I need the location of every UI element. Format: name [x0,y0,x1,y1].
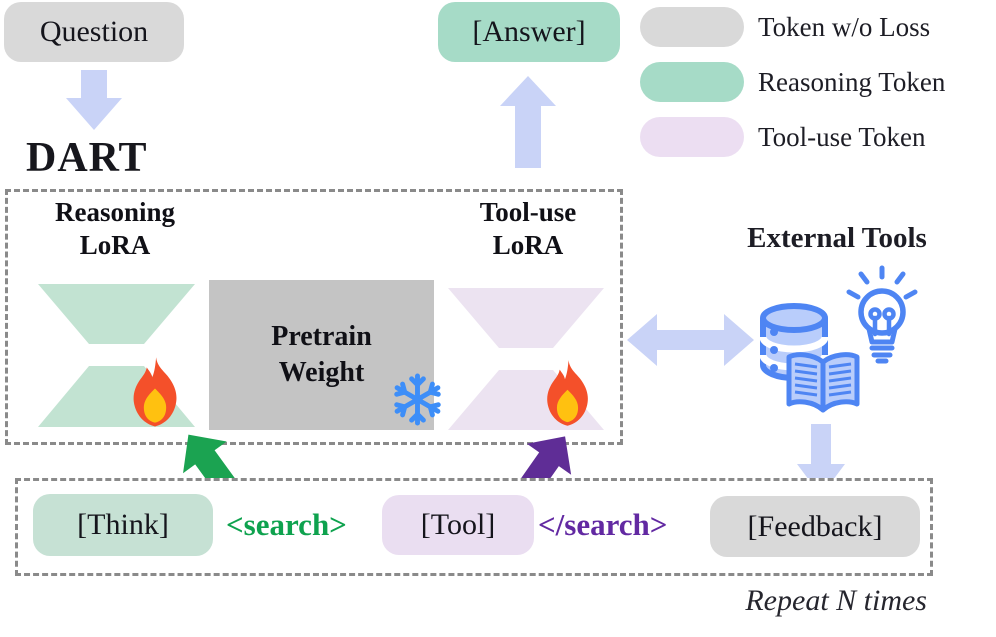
legend-swatch-token-no-loss [640,7,744,47]
repeat-n-times-label: Repeat N times [745,584,927,617]
lightbulb-icon [846,265,918,364]
search-open-tag: <search> [226,507,347,542]
tool-token-node: [Tool] [382,495,534,555]
legend-label-tool-use-token: Tool-use Token [758,122,926,152]
legend-label-reasoning-token: Reasoning Token [758,67,946,97]
arrow-dart-to-answer-icon [500,76,556,168]
tool-use-lora-label: Tool-use LoRA [448,196,608,262]
dart-title: DART [26,135,148,181]
arrow-dart-tools-bidirectional-icon [627,314,754,366]
pretrain-line1: Pretrain [271,320,372,352]
tool-use-lora-line2: LoRA [492,229,564,260]
tool-use-lora-line1: Tool-use [479,197,577,227]
legend-swatch-tool-use-token [640,117,744,157]
external-tools-label: External Tools [747,222,927,254]
fire-icon [133,357,177,427]
external-tools-icons [759,265,918,413]
arrow-question-to-dart-icon [66,70,122,130]
answer-node: [Answer] [438,2,620,62]
search-close-tag: </search> [538,507,668,542]
pretrain-line2: Weight [278,357,365,388]
fire-icon [547,360,588,426]
book-icon [786,352,860,413]
think-token-node: [Think] [33,494,213,556]
snowflake-icon [394,373,441,426]
legend-swatch-reasoning-token [640,62,744,102]
reasoning-lora-label: Reasoning LoRA [25,196,205,262]
reasoning-lora-line2: LoRA [79,229,151,260]
pretrain-weight-box: Pretrain Weight [209,280,434,430]
question-node: Question [4,2,184,62]
reasoning-lora-line1: Reasoning [54,197,176,227]
feedback-token-node: [Feedback] [710,496,920,557]
legend-label-token-no-loss: Token w/o Loss [758,12,931,42]
